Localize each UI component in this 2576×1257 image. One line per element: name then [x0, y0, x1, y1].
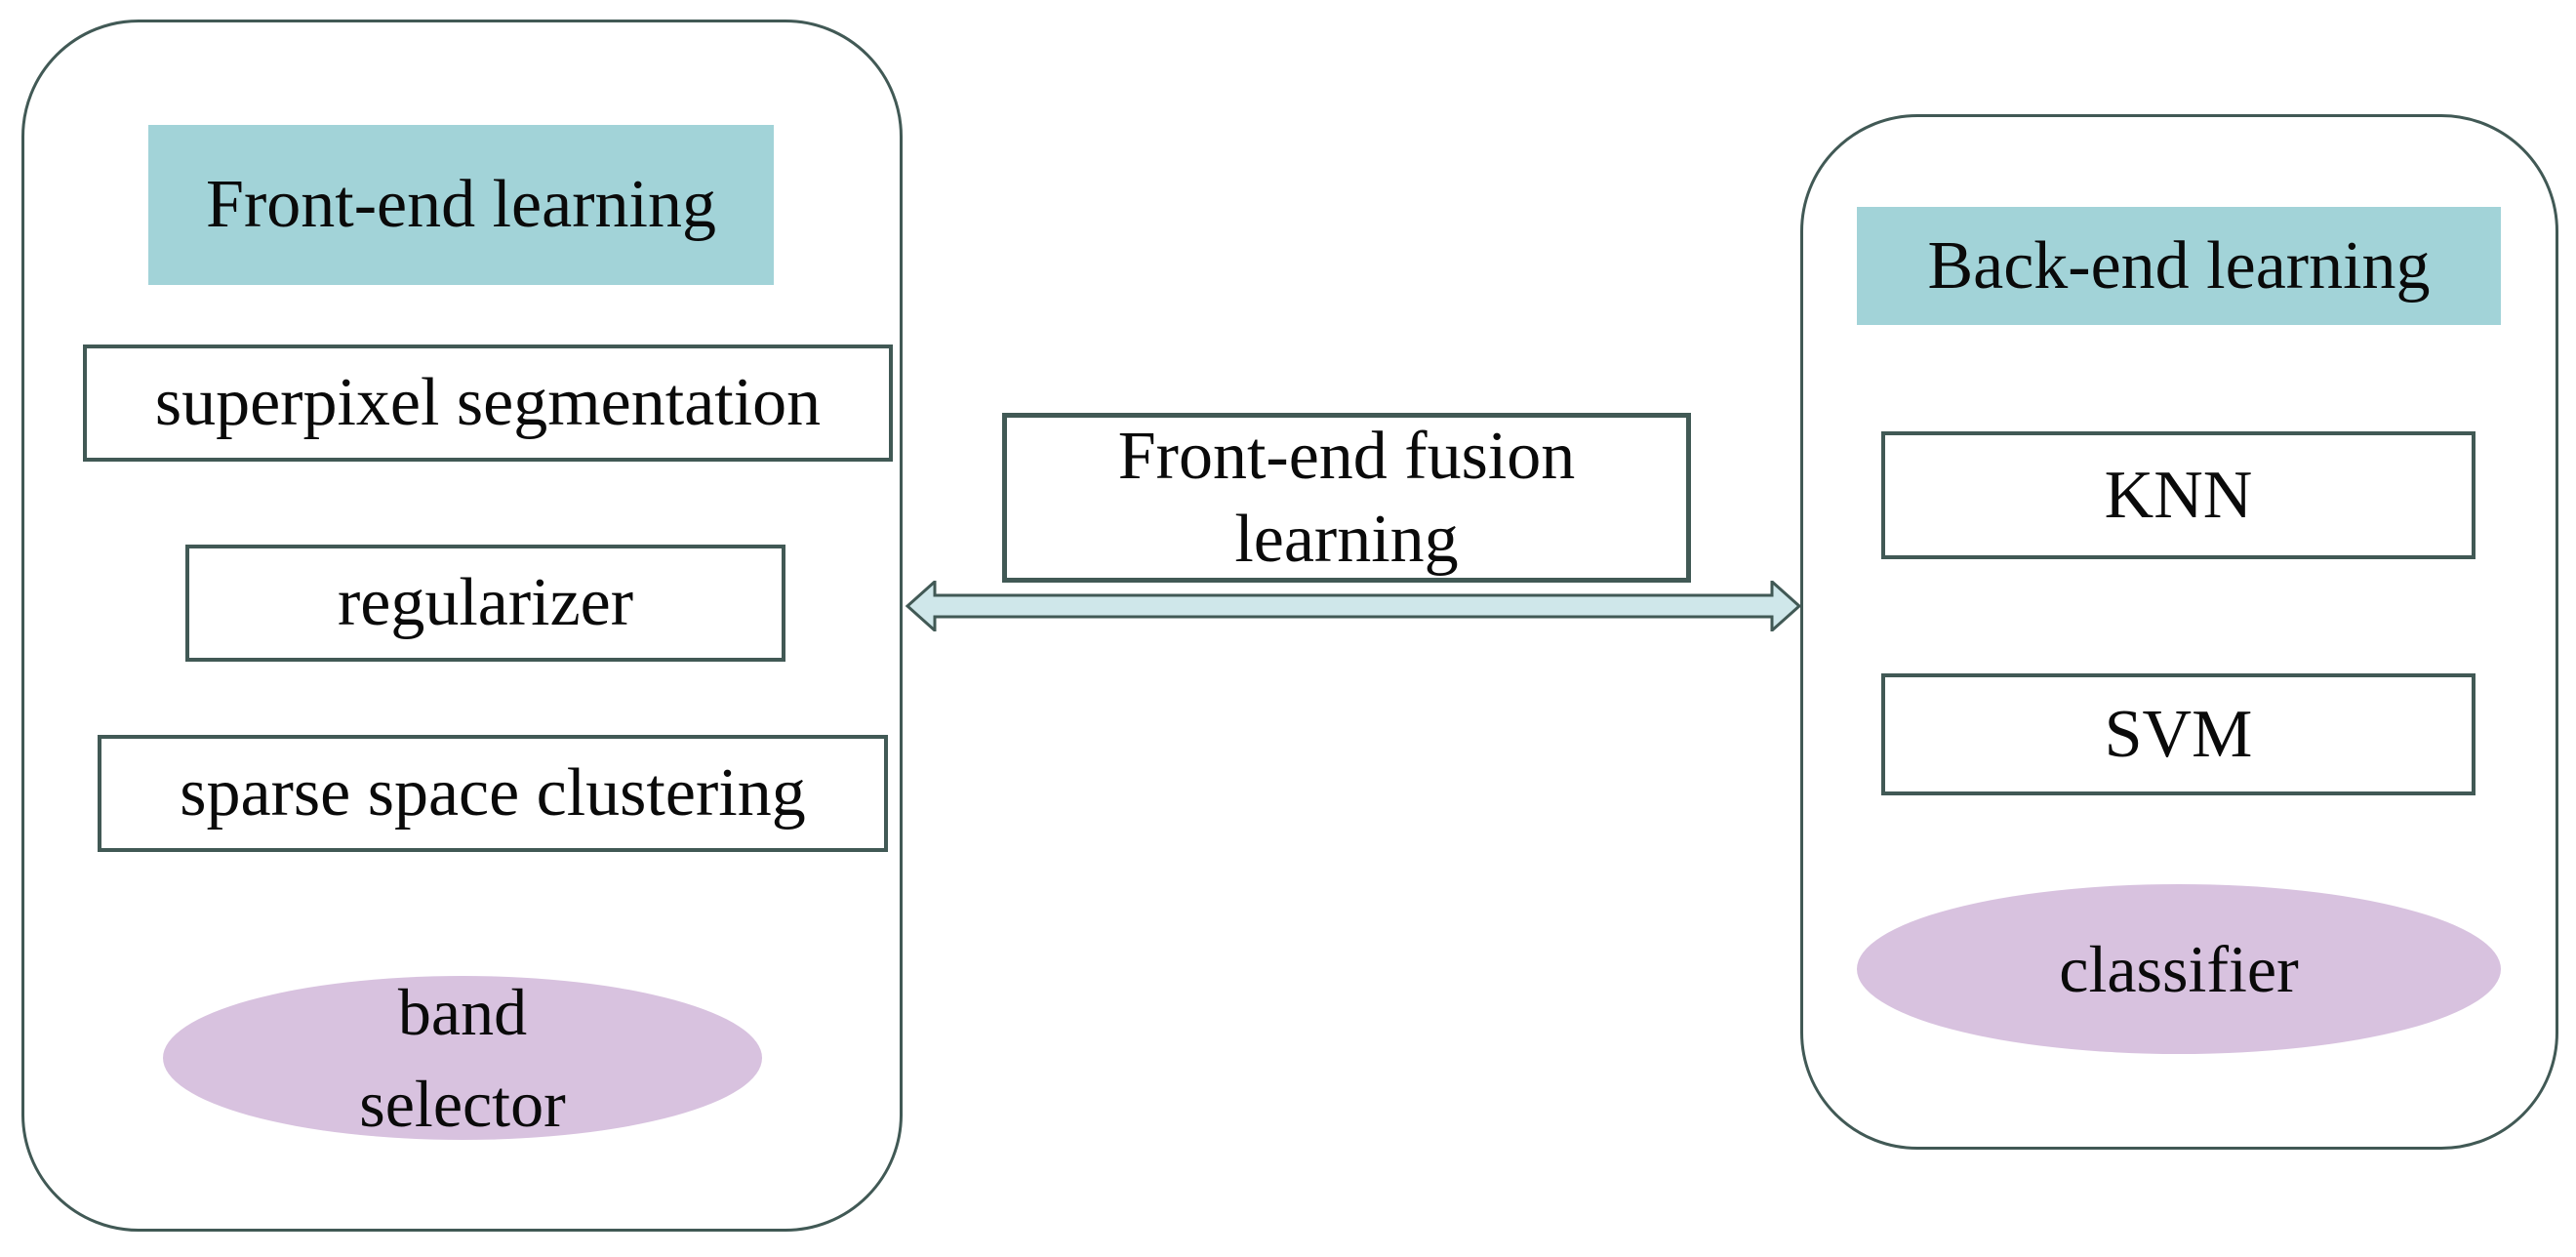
- regularizer-label: regularizer: [337, 565, 634, 640]
- regularizer-box: regularizer: [185, 545, 785, 662]
- classifier-label: classifier: [2059, 932, 2299, 1006]
- sparse-space-clustering-box: sparse space clustering: [98, 735, 888, 852]
- superpixel-segmentation-box: superpixel segmentation: [83, 345, 893, 462]
- fusion-label-line2: learning: [1234, 502, 1459, 577]
- band-selector-label-line2: selector: [359, 1067, 566, 1141]
- front-end-learning-header-label: Front-end learning: [206, 167, 716, 242]
- front-end-learning-header: Front-end learning: [148, 125, 774, 285]
- superpixel-segmentation-label: superpixel segmentation: [154, 365, 822, 440]
- fusion-arrow: [906, 581, 1801, 631]
- back-end-learning-header-label: Back-end learning: [1927, 227, 2431, 304]
- svm-box: SVM: [1881, 673, 2475, 795]
- fusion-label-line1: Front-end fusion: [1117, 419, 1576, 494]
- front-end-fusion-learning-box: Front-end fusion learning: [1002, 413, 1691, 583]
- band-selector-ellipse: band selector: [163, 975, 762, 1141]
- band-selector-label-line1: band: [397, 975, 528, 1049]
- knn-label: KNN: [2104, 457, 2253, 533]
- knn-box: KNN: [1881, 431, 2475, 559]
- back-end-learning-header: Back-end learning: [1857, 207, 2501, 325]
- svm-label: SVM: [2104, 696, 2253, 772]
- fusion-arrow-shape: [906, 581, 1801, 631]
- sparse-space-clustering-label: sparse space clustering: [180, 755, 806, 831]
- classifier-ellipse: classifier: [1857, 884, 2501, 1054]
